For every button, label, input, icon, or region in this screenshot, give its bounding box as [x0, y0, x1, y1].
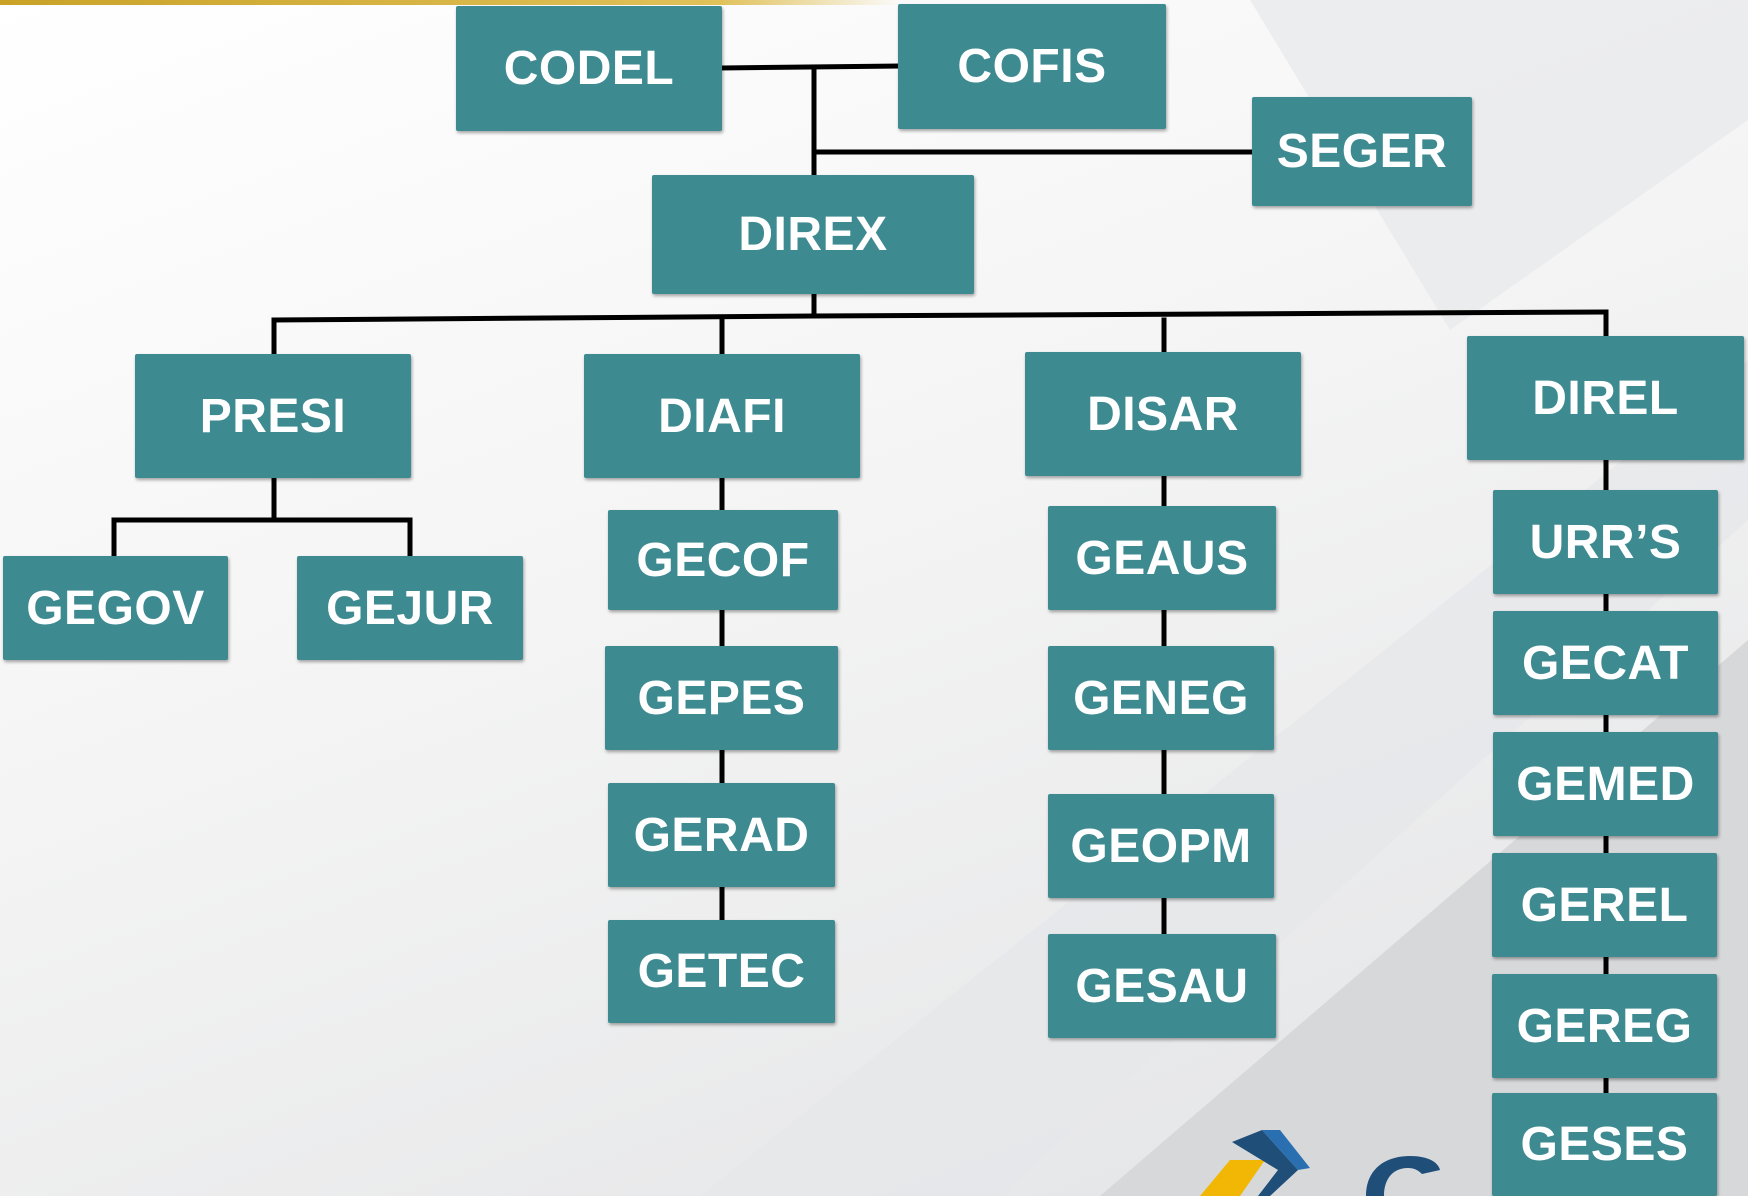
node-direl: DIREL: [1467, 336, 1744, 460]
node-gecat: GECAT: [1493, 611, 1718, 715]
node-geaus: GEAUS: [1048, 506, 1276, 610]
node-cofis: COFIS: [898, 4, 1166, 129]
node-getec: GETEC: [608, 920, 835, 1023]
top-accent-bar: [0, 0, 900, 5]
node-urrs: URR’S: [1493, 490, 1718, 594]
node-diafi: DIAFI: [584, 354, 860, 478]
connector-presi-children: [111, 517, 413, 559]
node-codel: CODEL: [456, 6, 722, 131]
node-gemed: GEMED: [1493, 732, 1718, 836]
node-presi: PRESI: [135, 354, 411, 478]
node-gerad: GERAD: [608, 783, 835, 887]
node-gepes: GEPES: [605, 646, 838, 750]
node-geopm: GEOPM: [1048, 794, 1274, 898]
node-disar: DISAR: [1025, 352, 1301, 476]
node-gesau: GESAU: [1048, 934, 1276, 1038]
connector-directorate-bus: [271, 309, 1609, 323]
node-gecof: GECOF: [608, 510, 838, 610]
node-seger: SEGER: [1252, 97, 1472, 206]
node-gegov: GEGOV: [3, 556, 228, 660]
connector-codel-cofis: [719, 63, 901, 71]
node-gerel: GEREL: [1492, 853, 1717, 957]
node-gejur: GEJUR: [297, 556, 523, 660]
node-direx: DIREX: [652, 175, 974, 294]
logo-icon: [1200, 1130, 1440, 1196]
node-gereg: GEREG: [1492, 974, 1717, 1078]
node-geneg: GENEG: [1048, 646, 1274, 750]
node-geses: GESES: [1492, 1093, 1717, 1196]
